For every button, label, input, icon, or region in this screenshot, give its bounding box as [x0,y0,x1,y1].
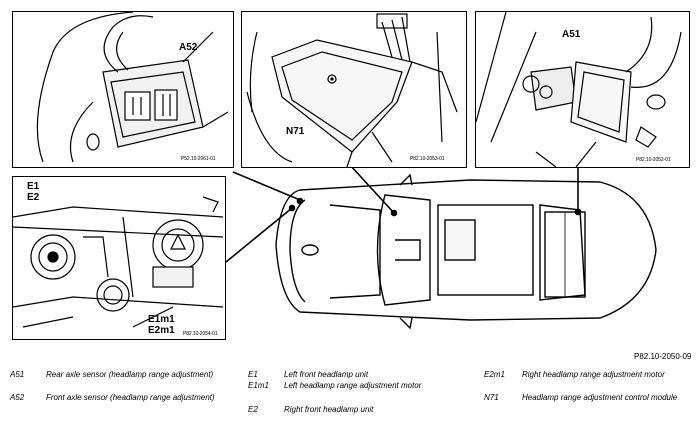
car-rear-window [539,204,586,301]
legend-text: Left front headlamp unit [284,370,369,379]
legend-text: Front axle sensor (headlamp range adjust… [46,393,215,402]
car-roof [437,204,534,296]
figure-reference: P82.10-2050-09 [634,352,692,361]
legend-code: E2 [248,405,258,414]
legend-e1: E1 Left front headlamp unit [248,370,448,380]
car-front-emblem [301,244,319,256]
label-e1m1: E1m1 [148,314,175,325]
legend-code: A51 [10,370,25,379]
label-a51: A51 [562,29,581,40]
legend-text: Rear axle sensor (headlamp range adjustm… [46,370,214,379]
legend-code: E2m1 [484,370,505,379]
control-module-illustration [246,13,458,167]
car-mirror-right [399,317,413,330]
legend-a51: A51 Rear axle sensor (headlamp range adj… [10,370,230,390]
headlamp-illustration [13,196,224,328]
label-e2: E2 [27,192,40,203]
legend-code: N71 [484,393,499,402]
legend-e2: E2 Right front headlamp unit [248,405,448,415]
callout-line-module [349,164,395,214]
car-sunroof [444,219,476,261]
car-body-outline [275,179,657,321]
legend-text: Right headlamp range adjustment motor [522,370,665,379]
legend-text: Left headlamp range adjustment motor [284,381,422,390]
panel-front-axle-sensor: A52 P52.10-2061-01 [12,11,234,168]
callout-dot-headlamp-bottom [288,204,296,212]
label-a52: A52 [179,42,198,53]
callout-dot-module [390,209,398,217]
legend-e2m1: E2m1 Right headlamp range adjustment mot… [484,370,694,390]
label-e1: E1 [27,181,40,192]
panel-ref-front-sensor: P52.10-2061-01 [181,156,216,162]
car-windshield [376,194,431,306]
rear-axle-sensor-illustration [476,12,682,167]
legend-a52: A52 Front axle sensor (headlamp range ad… [10,393,230,413]
label-n71: N71 [286,126,305,137]
label-e2m1: E2m1 [148,325,175,336]
panel-ref-module: P82.10-2053-01 [410,156,445,162]
car-front-bumper [289,199,306,303]
legend-n71: N71 Headlamp range adjustment control mo… [484,393,694,413]
callout-line-headlamp-top [232,171,301,201]
car-mirror-left [399,173,413,186]
legend-code: E1 [248,370,258,379]
legend-text: Headlamp range adjustment control module [522,393,678,402]
legend-text: Right front headlamp unit [284,405,374,414]
panel-control-module: N71 P82.10-2053-01 [241,11,467,168]
car-dashboard [395,239,421,261]
panel-ref-rear-sensor: P82.10-2052-01 [636,157,671,163]
panel-headlamp: E1 E2 E1m1 E2m1 P82.10-2054-01 [12,176,226,340]
legend-e1m1: E1m1 Left headlamp range adjustment moto… [248,381,448,401]
panel-rear-axle-sensor: A51 P82.10-2052-01 [475,11,690,168]
front-axle-sensor-illustration [36,12,229,163]
panel-ref-headlamp: P82.10-2054-01 [183,331,218,337]
legend-code: A52 [10,393,25,402]
car-hood [329,204,381,299]
legend-code: E1m1 [248,381,269,390]
